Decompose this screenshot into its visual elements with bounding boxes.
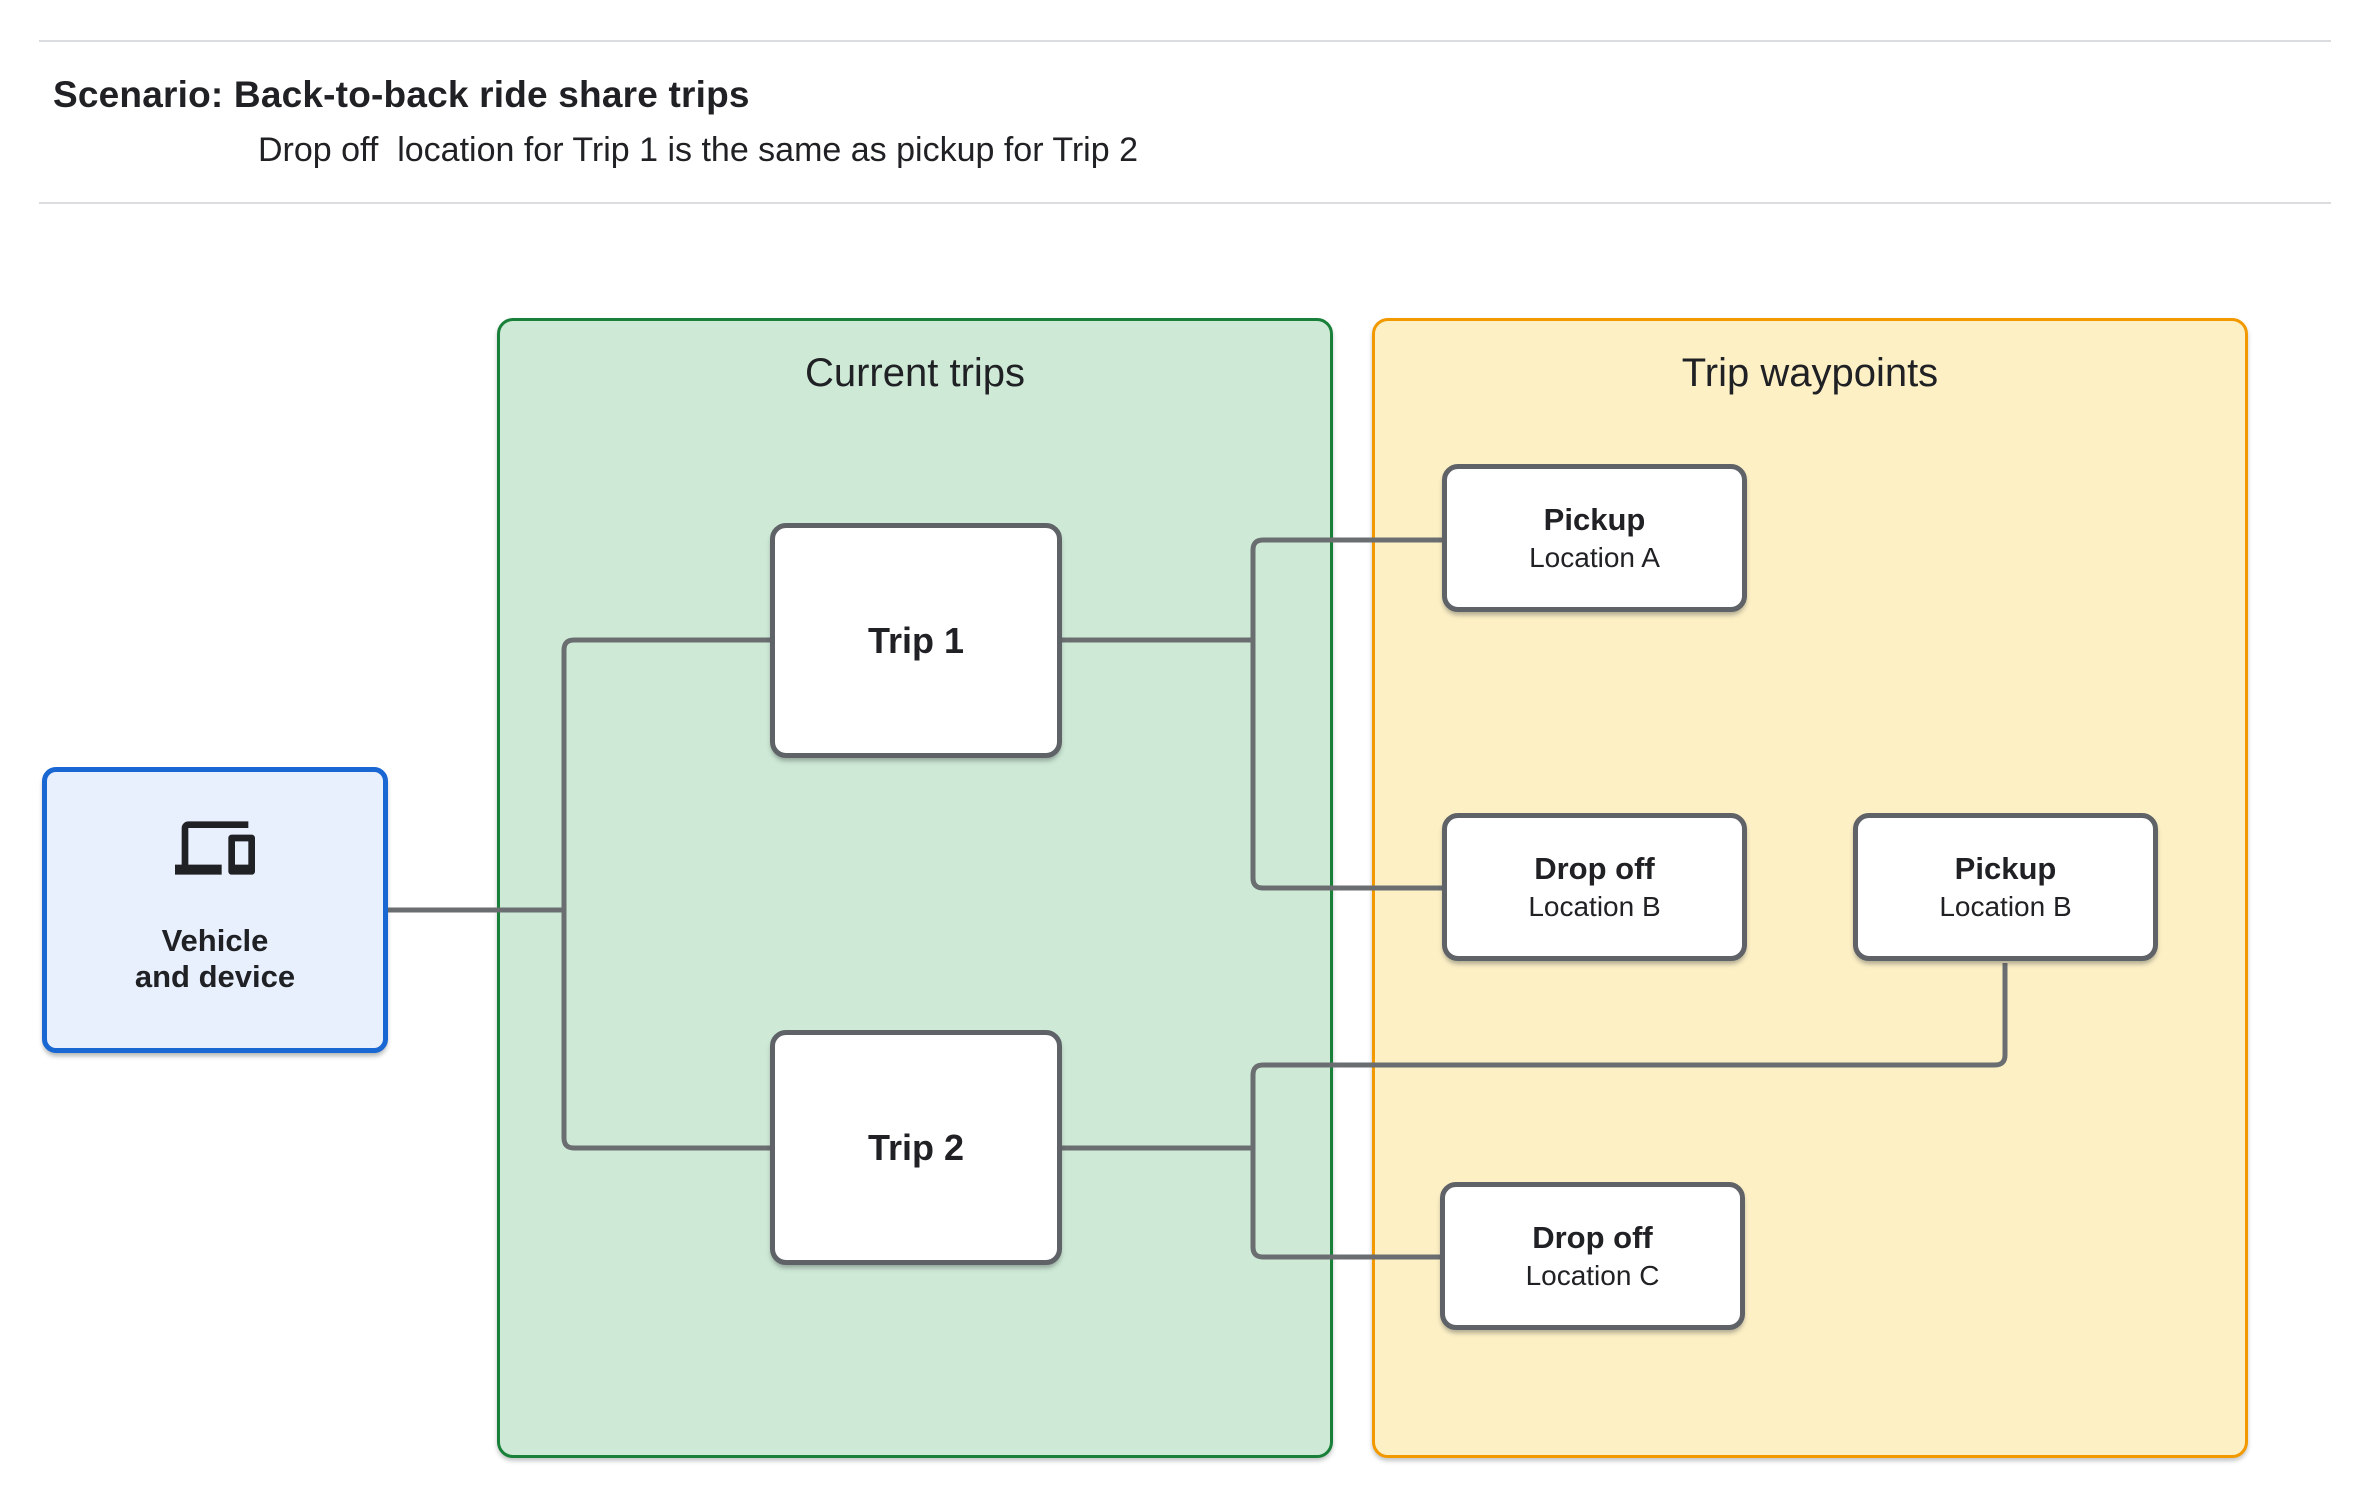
trip-1-label: Trip 1 (867, 619, 965, 661)
waypoint-dropoff-location-b: Drop off Location B (1442, 813, 1747, 961)
page-title: Scenario: Back-to-back ride share trips (53, 74, 750, 115)
waypoint-subtitle: Location A (1529, 541, 1660, 573)
vehicle-node-label: Vehicle and device (134, 923, 296, 995)
waypoint-pickup-location-a: Pickup Location A (1442, 464, 1747, 612)
waypoint-title: Pickup (1954, 851, 2057, 887)
group-trip-waypoints-title: Trip waypoints (1681, 351, 1939, 395)
waypoint-title: Drop off (1534, 851, 1655, 887)
top-divider (39, 40, 2331, 42)
waypoint-subtitle: Location C (1525, 1259, 1660, 1291)
connector-trip2-to-waypoints (1062, 963, 2008, 1260)
header-divider (39, 202, 2331, 204)
waypoint-title: Pickup (1543, 502, 1646, 538)
trip-2-node: Trip 2 (770, 1030, 1062, 1265)
group-current-trips-title: Current trips (804, 351, 1026, 395)
connector-trip1-to-waypoints (1062, 537, 1442, 891)
waypoint-subtitle: Location B (1528, 890, 1661, 922)
group-current-trips: Current trips (497, 318, 1333, 1458)
waypoint-pickup-location-b: Pickup Location B (1853, 813, 2158, 961)
waypoint-subtitle: Location B (1939, 890, 2072, 922)
trip-1-node: Trip 1 (770, 523, 1062, 758)
devices-icon (175, 808, 255, 893)
page-subtitle: Drop off location for Trip 1 is the same… (258, 131, 1138, 169)
waypoint-dropoff-location-c: Drop off Location C (1440, 1182, 1745, 1330)
vehicle-node: Vehicle and device (42, 767, 388, 1053)
connector-vehicle-to-trips (388, 637, 770, 1151)
trip-2-label: Trip 2 (867, 1126, 965, 1168)
waypoint-title: Drop off (1532, 1220, 1653, 1256)
